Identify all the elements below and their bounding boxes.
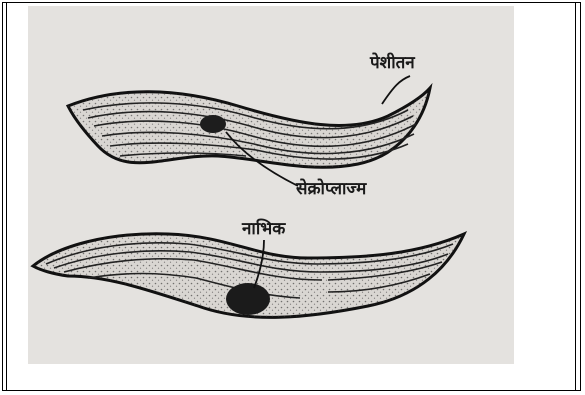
upper-nucleus bbox=[200, 115, 226, 133]
label-sarcoplasm: सेक्रोप्लाज्म bbox=[296, 176, 366, 199]
diagram-image: पेशीतन सेक्रोप्लाज्म नाभिक bbox=[28, 6, 514, 364]
label-sarcolemma: पेशीतन bbox=[370, 50, 415, 73]
lower-nucleus bbox=[226, 283, 270, 315]
label-nucleus: नाभिक bbox=[242, 216, 285, 239]
smooth-muscle-diagram bbox=[28, 6, 514, 364]
